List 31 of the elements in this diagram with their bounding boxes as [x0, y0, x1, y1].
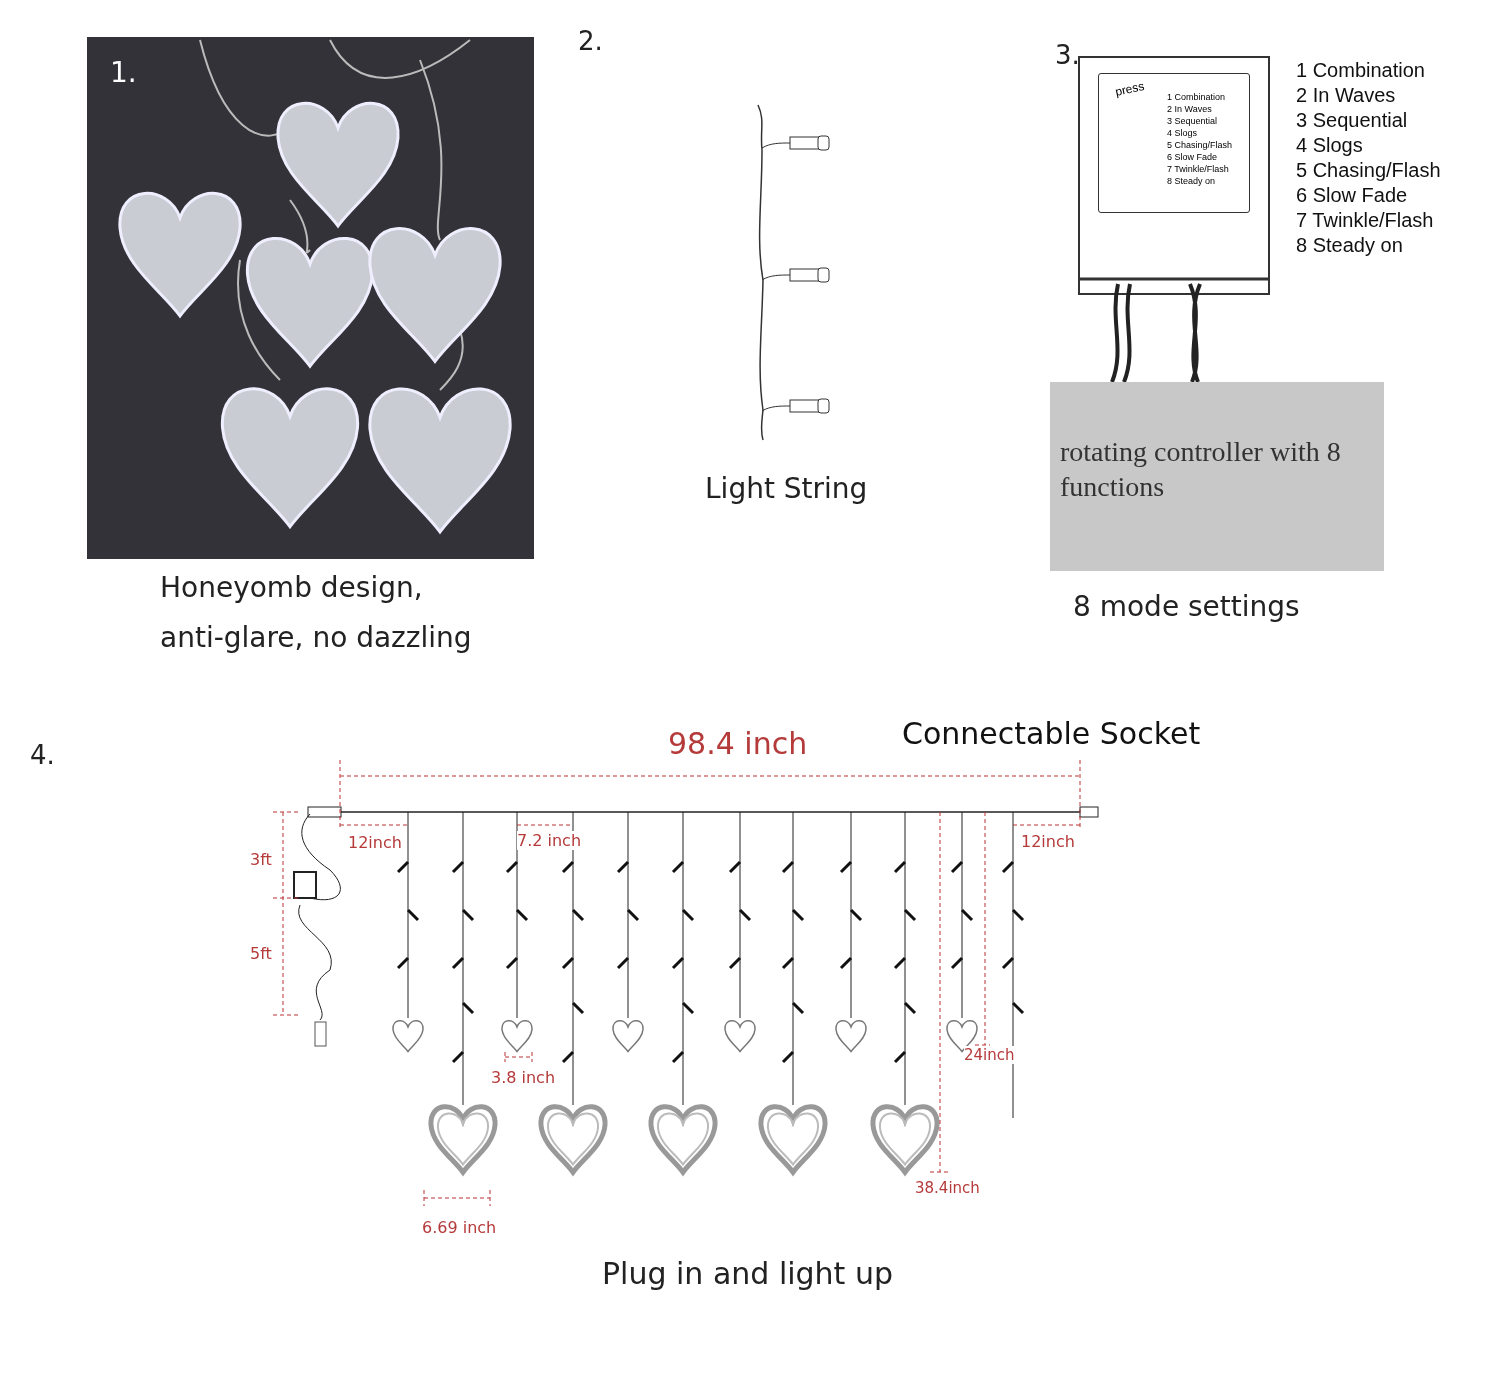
caption-text: Light String	[705, 472, 868, 506]
mode-item: 6 Slow Fade	[1296, 183, 1408, 207]
panel-number: 2.	[578, 26, 603, 58]
panel-number: 4.	[30, 740, 55, 772]
caption-panel	[1050, 382, 1384, 571]
mode-item: 8 Steady on	[1167, 176, 1216, 186]
panel-number: 3.	[1055, 40, 1080, 72]
panel-number: 1.	[110, 56, 137, 90]
mode-item: 3 Sequential	[1296, 108, 1408, 132]
button-label: press	[1113, 79, 1146, 99]
mode-item: 1 Combination	[1167, 92, 1226, 102]
mode-item: 4 Slogs	[1167, 128, 1198, 138]
caption-text: 8 mode settings	[1073, 590, 1300, 624]
mode-item: 8 Steady on	[1296, 233, 1403, 257]
mode-item: 5 Chasing/Flash	[1167, 140, 1233, 150]
mode-item: 2 In Waves	[1296, 83, 1396, 107]
mode-item: 5 Chasing/Flash	[1296, 158, 1441, 182]
dimension-label: 7.2 inch	[517, 831, 582, 851]
mode-item: 7 Twinkle/Flash	[1167, 164, 1229, 174]
mode-item: 4 Slogs	[1296, 133, 1363, 157]
mode-item: 2 In Waves	[1167, 104, 1212, 114]
caption-text: rotating controller with 8 functions	[1060, 435, 1342, 504]
caption-text: Plug in and light up	[602, 1256, 893, 1292]
callout-text: Connectable Socket	[902, 716, 1201, 752]
mode-item: 3 Sequential	[1167, 116, 1218, 126]
mode-item: 6 Slow Fade	[1167, 152, 1218, 162]
mode-item: 1 Combination	[1296, 58, 1425, 82]
controller-panel	[1098, 73, 1250, 213]
dimension-label: 24inch	[964, 1046, 1015, 1064]
caption-text: Honeyomb design, anti-glare, no dazzling	[160, 570, 473, 657]
mode-item: 7 Twinkle/Flash	[1296, 208, 1434, 232]
